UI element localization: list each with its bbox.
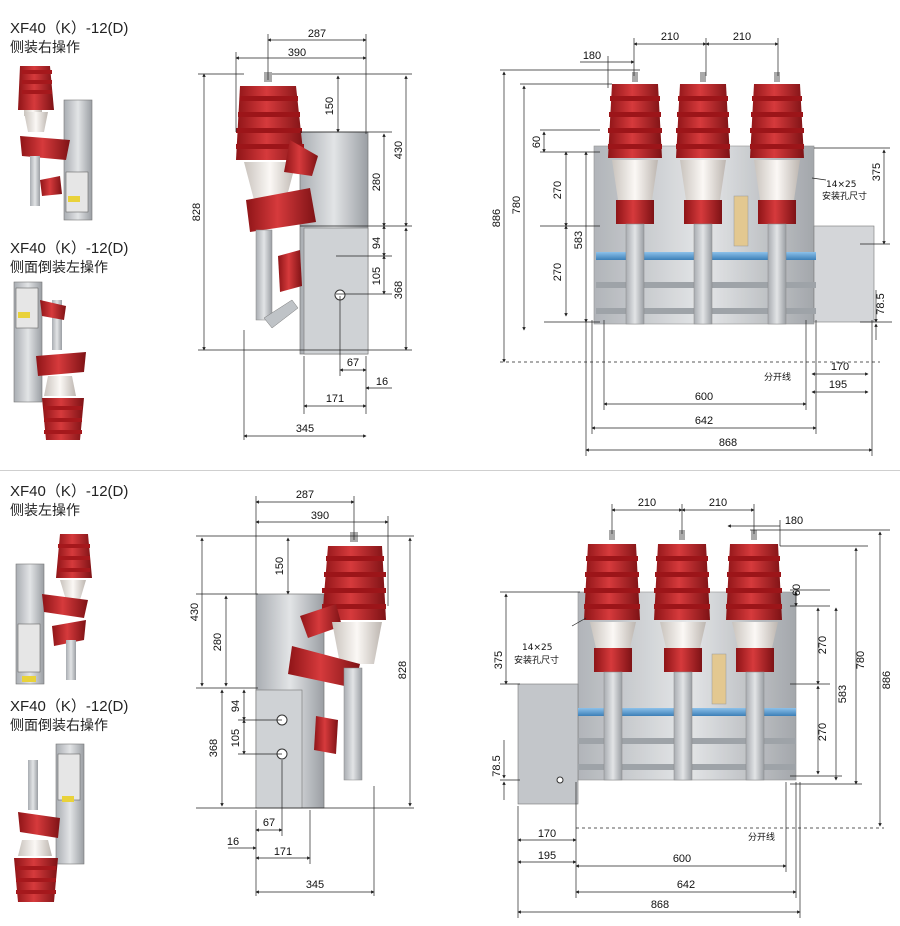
- dim-150: 150: [274, 557, 286, 575]
- dim-67: 67: [263, 817, 275, 829]
- mount-desc: 侧装右操作: [10, 39, 80, 55]
- model-name: XF40（K）-12(D): [10, 483, 129, 500]
- dim-345: 345: [296, 423, 314, 435]
- dim-210-b: 210: [733, 31, 751, 43]
- dim-94: 94: [230, 700, 242, 712]
- front-dims-top: [500, 38, 892, 456]
- mount-desc: 侧面倒装右操作: [10, 717, 108, 733]
- dim-287: 287: [296, 489, 314, 501]
- dim-390: 390: [288, 47, 306, 59]
- dim-780: 780: [511, 196, 523, 214]
- front-dims-bottom: [500, 504, 890, 918]
- model-label-side-left: XF40（K）-12(D) 侧装左操作: [10, 483, 128, 519]
- dim-600: 600: [695, 391, 713, 403]
- hole-size-label: 安装孔尺寸: [514, 654, 559, 666]
- dim-430: 430: [393, 141, 405, 159]
- model-name: XF40（K）-12(D): [10, 20, 129, 37]
- dim-170: 170: [831, 361, 849, 373]
- dim-375: 375: [493, 651, 505, 669]
- dim-583: 583: [573, 231, 585, 249]
- model-name: XF40（K）-12(D): [10, 698, 129, 715]
- dim-600: 600: [673, 853, 691, 865]
- insulator-phase-b-top: [676, 72, 730, 325]
- thumbnail-side-right: [18, 66, 93, 221]
- thumbnail-inverted-right: [14, 743, 85, 902]
- dim-94: 94: [371, 237, 383, 249]
- dim-280: 280: [212, 633, 224, 651]
- dim-78-5: 78.5: [491, 755, 503, 776]
- model-name: XF40（K）-12(D): [10, 240, 129, 257]
- split-line-label: 分开线: [764, 371, 791, 383]
- dim-195: 195: [829, 379, 847, 391]
- dim-210-b: 210: [709, 497, 727, 509]
- dim-280: 280: [371, 173, 383, 191]
- section-divider: [0, 470, 900, 471]
- dim-150: 150: [324, 97, 336, 115]
- dim-642: 642: [695, 415, 713, 427]
- dim-287: 287: [308, 28, 326, 40]
- dim-16: 16: [227, 836, 239, 848]
- insulator-phase-b-bottom: [654, 530, 710, 781]
- dim-171: 171: [274, 846, 292, 858]
- dim-886: 886: [881, 671, 893, 689]
- dim-180: 180: [785, 515, 803, 527]
- insulator-phase-c-bottom: [726, 530, 782, 781]
- split-line-label: 分开线: [748, 831, 775, 843]
- dim-60: 60: [791, 584, 803, 596]
- thumbnail-side-left: [15, 534, 92, 685]
- dim-390: 390: [311, 510, 329, 522]
- model-label-inverted-right: XF40（K）-12(D) 侧面倒装右操作: [10, 698, 128, 734]
- dim-171: 171: [326, 393, 344, 405]
- model-label-side-right: XF40（K）-12(D) 侧装右操作: [10, 20, 128, 56]
- dim-828: 828: [397, 661, 409, 679]
- dim-180: 180: [583, 50, 601, 62]
- dim-430: 430: [189, 603, 201, 621]
- dim-345: 345: [306, 879, 324, 891]
- dim-828: 828: [191, 203, 203, 221]
- dim-886: 886: [491, 209, 503, 227]
- hole-size-label: 安装孔尺寸: [822, 190, 867, 202]
- dim-780: 780: [855, 651, 867, 669]
- dim-16: 16: [376, 376, 388, 388]
- dim-210-a: 210: [638, 497, 656, 509]
- dim-105: 105: [371, 267, 383, 285]
- dim-642: 642: [677, 879, 695, 891]
- mount-desc: 侧装左操作: [10, 502, 80, 518]
- dim-270-b: 270: [552, 263, 564, 281]
- dim-868: 868: [719, 437, 737, 449]
- dim-368: 368: [393, 281, 405, 299]
- dim-195: 195: [538, 850, 556, 862]
- dim-210-a: 210: [661, 31, 679, 43]
- thumbnail-inverted-left: [13, 281, 86, 440]
- dim-270-a: 270: [552, 181, 564, 199]
- side-view-bottom: [255, 532, 386, 809]
- dim-170: 170: [538, 828, 556, 840]
- hole-size: 14×25: [522, 643, 552, 653]
- dim-583: 583: [837, 685, 849, 703]
- dim-270-b: 270: [817, 723, 829, 741]
- dim-868: 868: [651, 899, 669, 911]
- mount-desc: 侧面倒装左操作: [10, 259, 108, 275]
- dim-375: 375: [871, 163, 883, 181]
- dim-368: 368: [208, 739, 220, 757]
- model-label-inverted-left: XF40（K）-12(D) 侧面倒装左操作: [10, 240, 128, 276]
- dim-270-a: 270: [817, 636, 829, 654]
- dim-105: 105: [230, 729, 242, 747]
- side-dims-top: [198, 34, 412, 440]
- side-dims-bottom: [196, 496, 414, 896]
- insulator-phase-c-top: [750, 72, 804, 325]
- dim-60: 60: [531, 136, 543, 148]
- insulator-phase-a-top: [608, 72, 662, 325]
- insulator-phase-a-bottom: [584, 530, 640, 781]
- dim-78-5: 78.5: [875, 293, 887, 314]
- hole-size: 14×25: [826, 180, 856, 190]
- side-view-top: [236, 72, 369, 355]
- dim-67: 67: [347, 357, 359, 369]
